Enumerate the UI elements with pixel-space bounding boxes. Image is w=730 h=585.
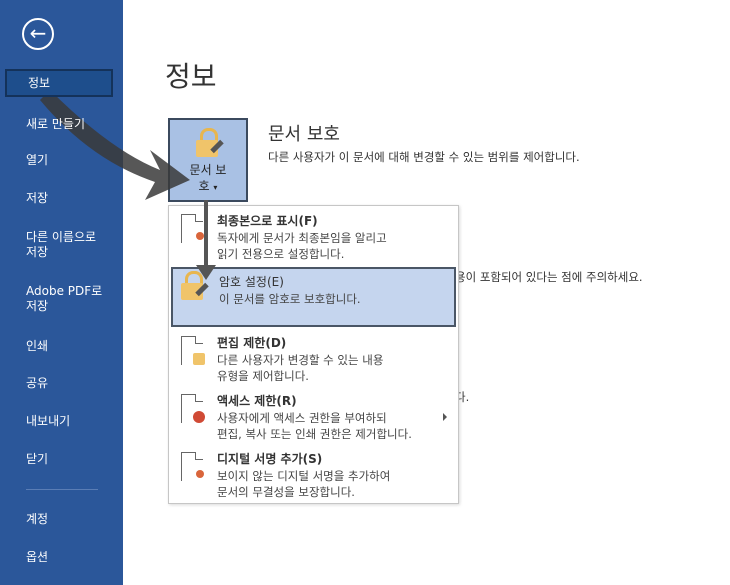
no-entry-icon bbox=[193, 411, 205, 423]
background-text: 용이 포함되어 있다는 점에 주의하세요. bbox=[455, 270, 643, 284]
tutorial-arrow bbox=[40, 90, 216, 280]
sidebar-item-options[interactable]: 옵션 bbox=[26, 550, 49, 564]
sidebar: ← 정보 새로 만들기 열기 저장 다른 이름으로 저장 Adobe PDF로 … bbox=[0, 0, 123, 585]
dropdown-arrow-icon: ▾ bbox=[213, 183, 218, 192]
lock-key-icon bbox=[181, 271, 209, 301]
menu-item-title: 최종본으로 표시(F) bbox=[217, 214, 318, 228]
document-icon bbox=[181, 452, 203, 481]
sidebar-item-new[interactable]: 새로 만들기 bbox=[26, 117, 86, 131]
document-icon bbox=[181, 214, 203, 243]
page-title: 정보 bbox=[165, 60, 217, 93]
menu-item-title: 암호 설정(E) bbox=[219, 275, 284, 289]
submenu-arrow-icon bbox=[443, 413, 447, 421]
menu-item-description: 이 문서를 암호로 보호합니다. bbox=[219, 292, 361, 306]
sidebar-item-share[interactable]: 공유 bbox=[26, 376, 49, 390]
document-icon bbox=[181, 336, 203, 365]
ribbon-icon bbox=[196, 232, 204, 240]
menu-item-title: 액세스 제한(R) bbox=[217, 394, 297, 408]
sidebar-item-save[interactable]: 저장 bbox=[26, 191, 49, 205]
menu-item-encrypt-password[interactable]: 암호 설정(E) 이 문서를 암호로 보호합니다. bbox=[171, 267, 456, 327]
menu-item-description: 보이지 않는 디지털 서명을 추가하여 문서의 무결성을 보장합니다. bbox=[217, 469, 391, 499]
sidebar-item-account[interactable]: 계정 bbox=[26, 512, 49, 526]
protect-button-label: 문서 보호 bbox=[189, 163, 227, 193]
protect-document-menu: 최종본으로 표시(F) 독자에게 문서가 최종본임을 알리고 읽기 전용으로 설… bbox=[168, 205, 459, 504]
sidebar-item-close[interactable]: 닫기 bbox=[26, 452, 49, 466]
back-arrow-icon[interactable]: ← bbox=[22, 18, 54, 50]
section-description: 다른 사용자가 이 문서에 대해 변경할 수 있는 범위를 제어합니다. bbox=[268, 150, 580, 164]
sidebar-divider bbox=[26, 489, 98, 490]
sidebar-item-info[interactable]: 정보 bbox=[5, 69, 113, 97]
menu-item-description: 다른 사용자가 변경할 수 있는 내용 유형을 제어합니다. bbox=[217, 353, 384, 383]
menu-item-add-digital-signature[interactable]: 디지털 서명 추가(S) 보이지 않는 디지털 서명을 추가하여 문서의 무결성… bbox=[169, 444, 458, 504]
menu-item-restrict-access[interactable]: 액세스 제한(R) 사용자에게 액세스 권한을 부여하되 편집, 복사 또는 인… bbox=[169, 386, 458, 446]
sidebar-item-save-pdf[interactable]: Adobe PDF로 저장 bbox=[26, 284, 103, 313]
sidebar-item-open[interactable]: 열기 bbox=[26, 153, 49, 167]
menu-item-mark-final[interactable]: 최종본으로 표시(F) 독자에게 문서가 최종본임을 알리고 읽기 전용으로 설… bbox=[169, 206, 458, 266]
sidebar-item-export[interactable]: 내보내기 bbox=[26, 414, 71, 428]
ribbon-icon bbox=[196, 470, 204, 478]
menu-item-title: 편집 제한(D) bbox=[217, 336, 287, 350]
menu-item-title: 디지털 서명 추가(S) bbox=[217, 452, 323, 466]
document-icon bbox=[181, 394, 203, 423]
menu-item-description: 사용자에게 액세스 권한을 부여하되 편집, 복사 또는 인쇄 권한은 제거합니… bbox=[217, 411, 412, 441]
sidebar-item-save-as[interactable]: 다른 이름으로 저장 bbox=[26, 230, 97, 259]
sidebar-item-print[interactable]: 인쇄 bbox=[26, 339, 49, 353]
lock-icon bbox=[193, 353, 205, 365]
lock-key-icon bbox=[196, 128, 224, 158]
menu-item-description: 독자에게 문서가 최종본임을 알리고 읽기 전용으로 설정합니다. bbox=[217, 231, 387, 261]
menu-item-restrict-editing[interactable]: 편집 제한(D) 다른 사용자가 변경할 수 있는 내용 유형을 제어합니다. bbox=[169, 328, 458, 388]
section-title: 문서 보호 bbox=[268, 124, 340, 145]
